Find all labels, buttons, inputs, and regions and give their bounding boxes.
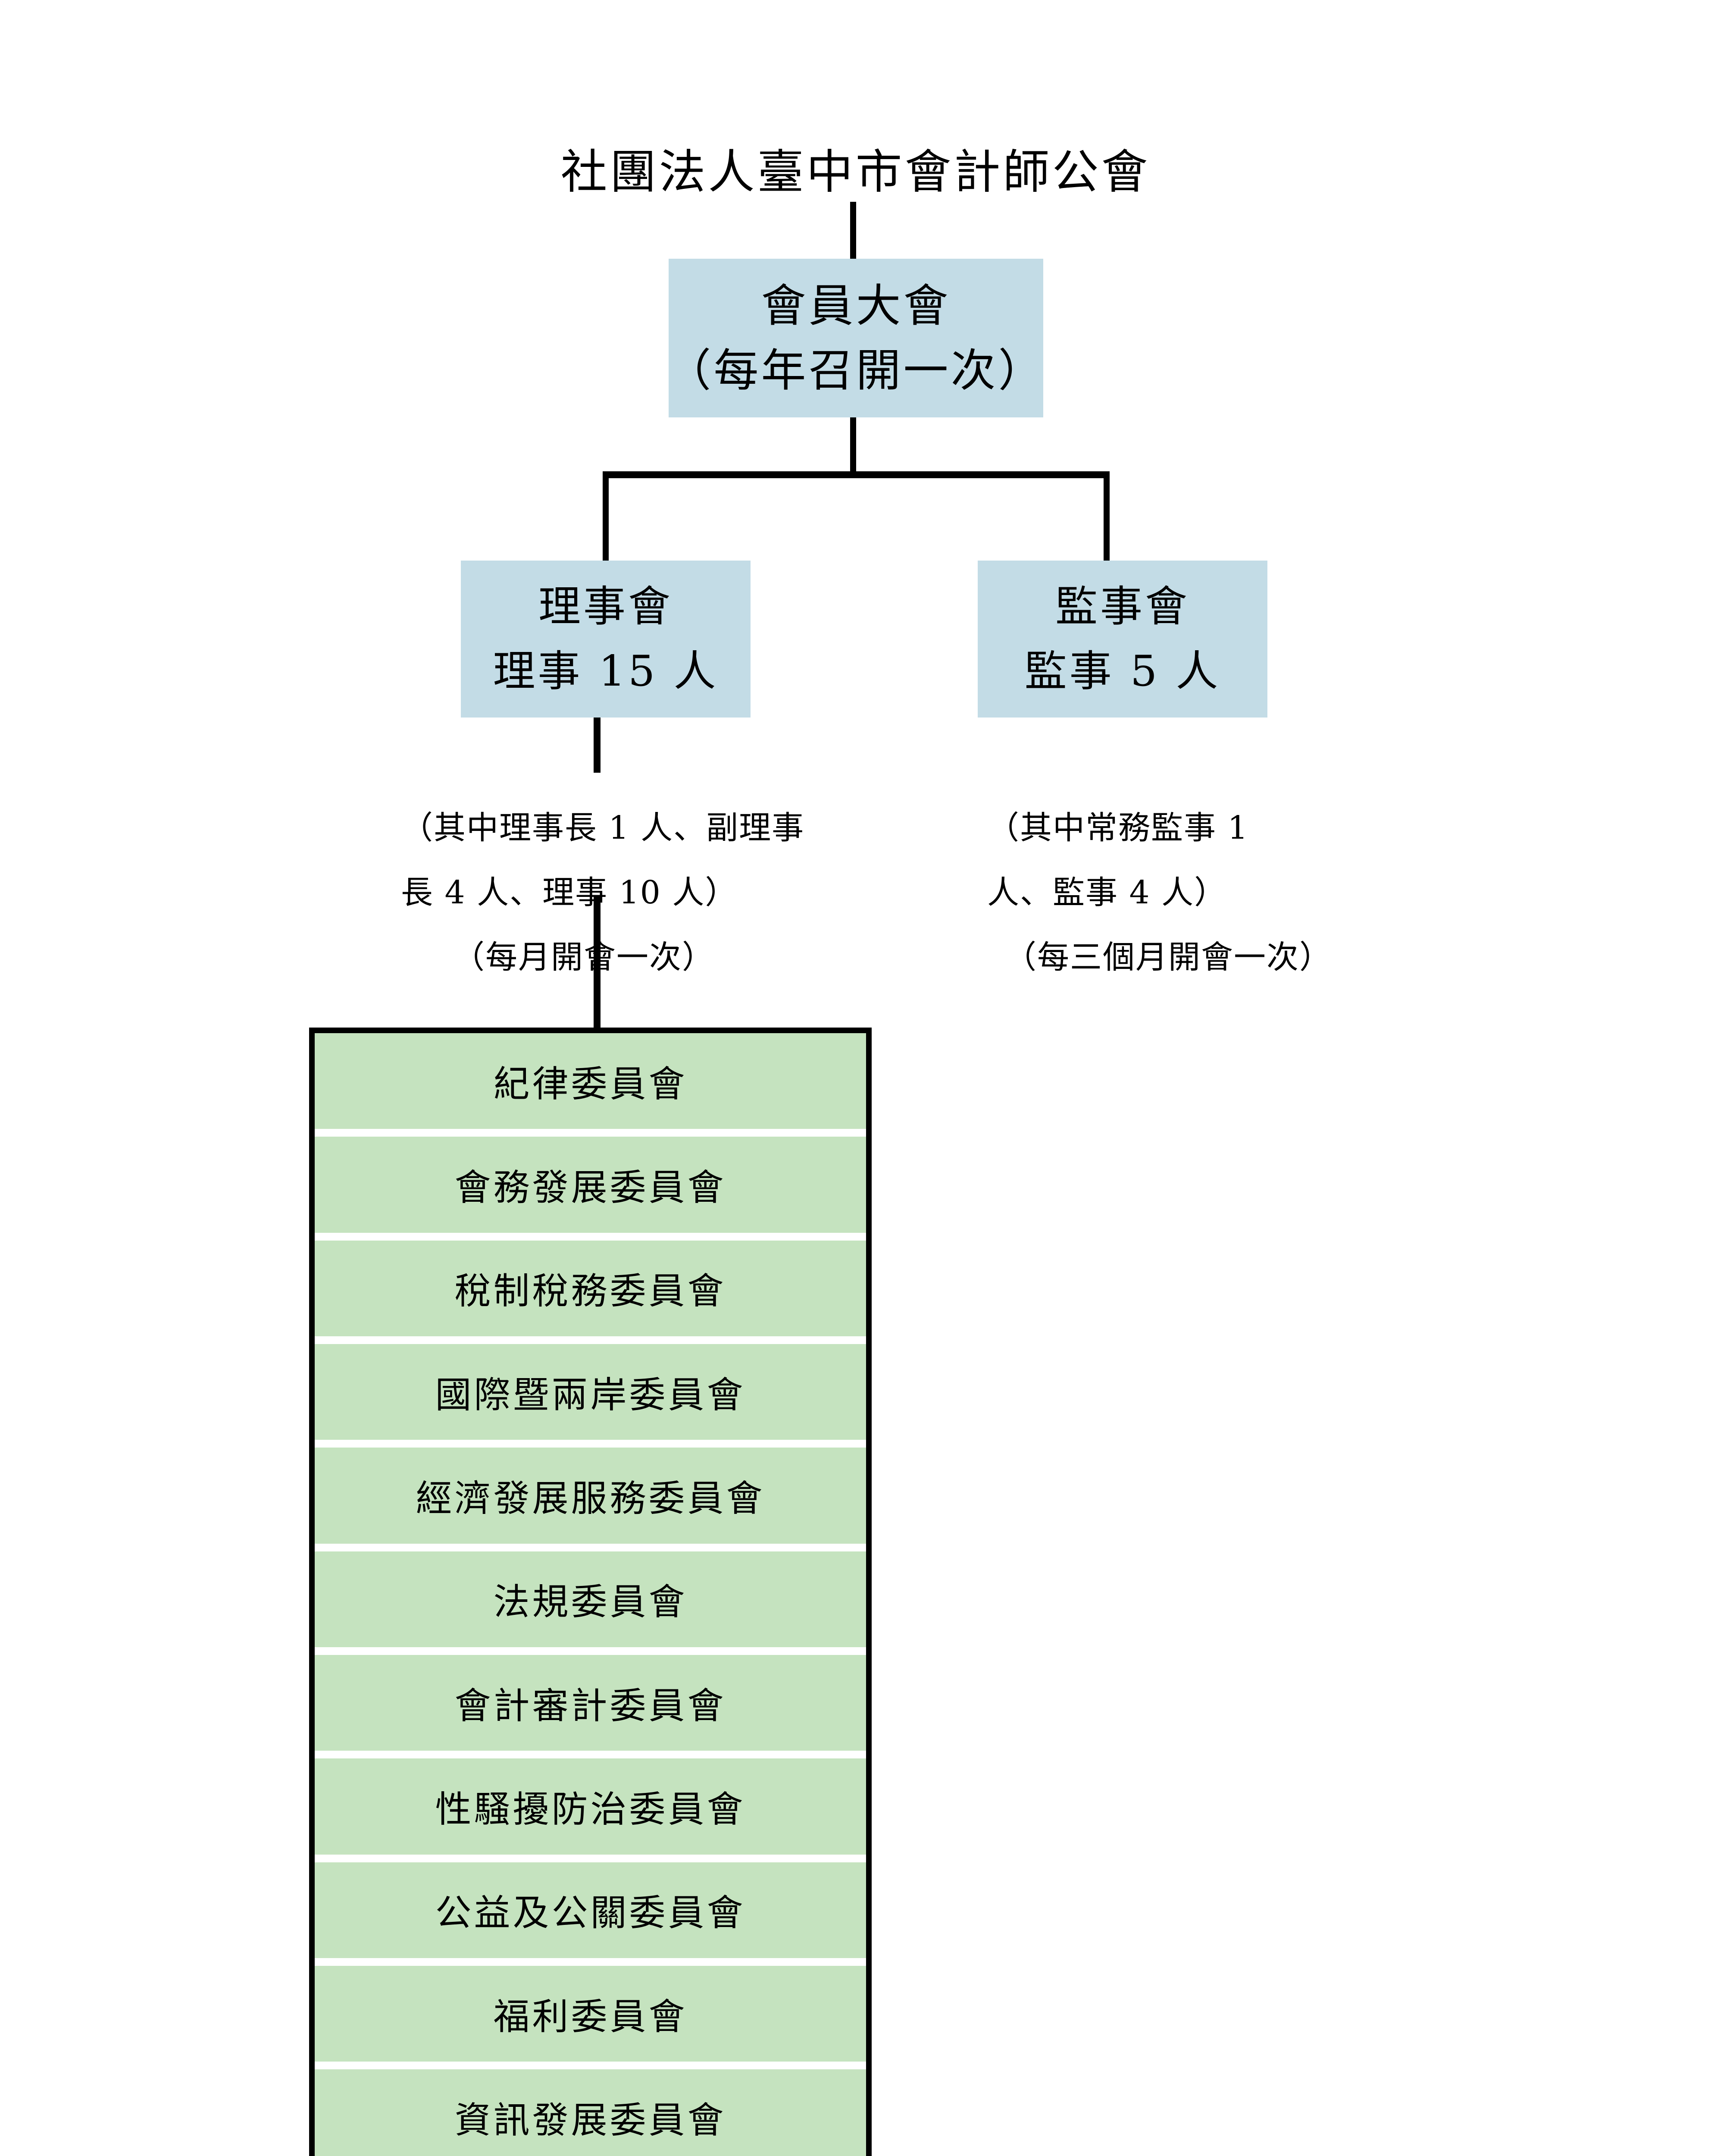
committee-item[interactable]: 公益及公關委員會 bbox=[315, 1862, 866, 1958]
annotation-board-of-directors: （其中理事長 1 人、副理事 長 4 人、理事 10 人） （每月開會一次） bbox=[401, 796, 858, 990]
node-board-count: 理事 15 人 bbox=[493, 647, 719, 696]
node-board-of-directors: 理事會 理事 15 人 bbox=[461, 561, 751, 718]
connector-bus-to-board bbox=[603, 471, 609, 562]
page-title: 社團法人臺中市會計師公會 bbox=[560, 145, 1151, 199]
annotation-supervisors-line2: 人、監事 4 人） bbox=[987, 874, 1227, 911]
committee-item[interactable]: 國際暨兩岸委員會 bbox=[315, 1344, 866, 1440]
annotation-board-line1: （其中理事長 1 人、副理事 bbox=[401, 809, 805, 846]
annotation-supervisors-line3: （每三個月開會一次） bbox=[1004, 939, 1332, 976]
annotation-board-of-supervisors: （其中常務監事 1 人、監事 4 人） （每三個月開會一次） bbox=[987, 796, 1332, 990]
node-member-assembly-title: 會員大會 bbox=[761, 279, 951, 332]
node-supervisors-title: 監事會 bbox=[1055, 582, 1190, 631]
connector-bus-to-supervisors bbox=[1104, 471, 1110, 562]
committee-list: 紀律委員會會務發展委員會稅制稅務委員會國際暨兩岸委員會經濟發展服務委員會法規委員… bbox=[309, 1028, 872, 2156]
connector-board-down bbox=[594, 717, 601, 773]
connector-assembly-down bbox=[850, 417, 856, 473]
committee-item[interactable]: 稅制稅務委員會 bbox=[315, 1240, 866, 1336]
annotation-supervisors-line1: （其中常務監事 1 bbox=[987, 809, 1249, 846]
committee-item[interactable]: 經濟發展服務委員會 bbox=[315, 1448, 866, 1544]
connector-board-to-committees bbox=[594, 897, 601, 1028]
node-supervisors-count: 監事 5 人 bbox=[1024, 647, 1221, 696]
committee-item[interactable]: 會務發展委員會 bbox=[315, 1137, 866, 1233]
node-member-assembly-note: （每年召開一次） bbox=[666, 344, 1046, 397]
annotation-board-line3: （每月開會一次） bbox=[453, 939, 715, 976]
committee-item[interactable]: 性騷擾防治委員會 bbox=[315, 1758, 866, 1855]
committee-item[interactable]: 會計審計委員會 bbox=[315, 1655, 866, 1751]
node-board-of-supervisors: 監事會 監事 5 人 bbox=[978, 561, 1267, 718]
committee-item[interactable]: 紀律委員會 bbox=[315, 1033, 866, 1129]
connector-split-bus bbox=[606, 471, 1107, 478]
connector-title-to-assembly bbox=[850, 202, 856, 260]
committee-item[interactable]: 法規委員會 bbox=[315, 1551, 866, 1647]
node-member-assembly: 會員大會 （每年召開一次） bbox=[666, 259, 1046, 417]
committee-item[interactable]: 資訊發展委員會 bbox=[315, 2069, 866, 2156]
node-board-title: 理事會 bbox=[538, 582, 673, 631]
committee-item[interactable]: 福利委員會 bbox=[315, 1965, 866, 2062]
annotation-board-line2: 長 4 人、理事 10 人） bbox=[401, 874, 738, 911]
